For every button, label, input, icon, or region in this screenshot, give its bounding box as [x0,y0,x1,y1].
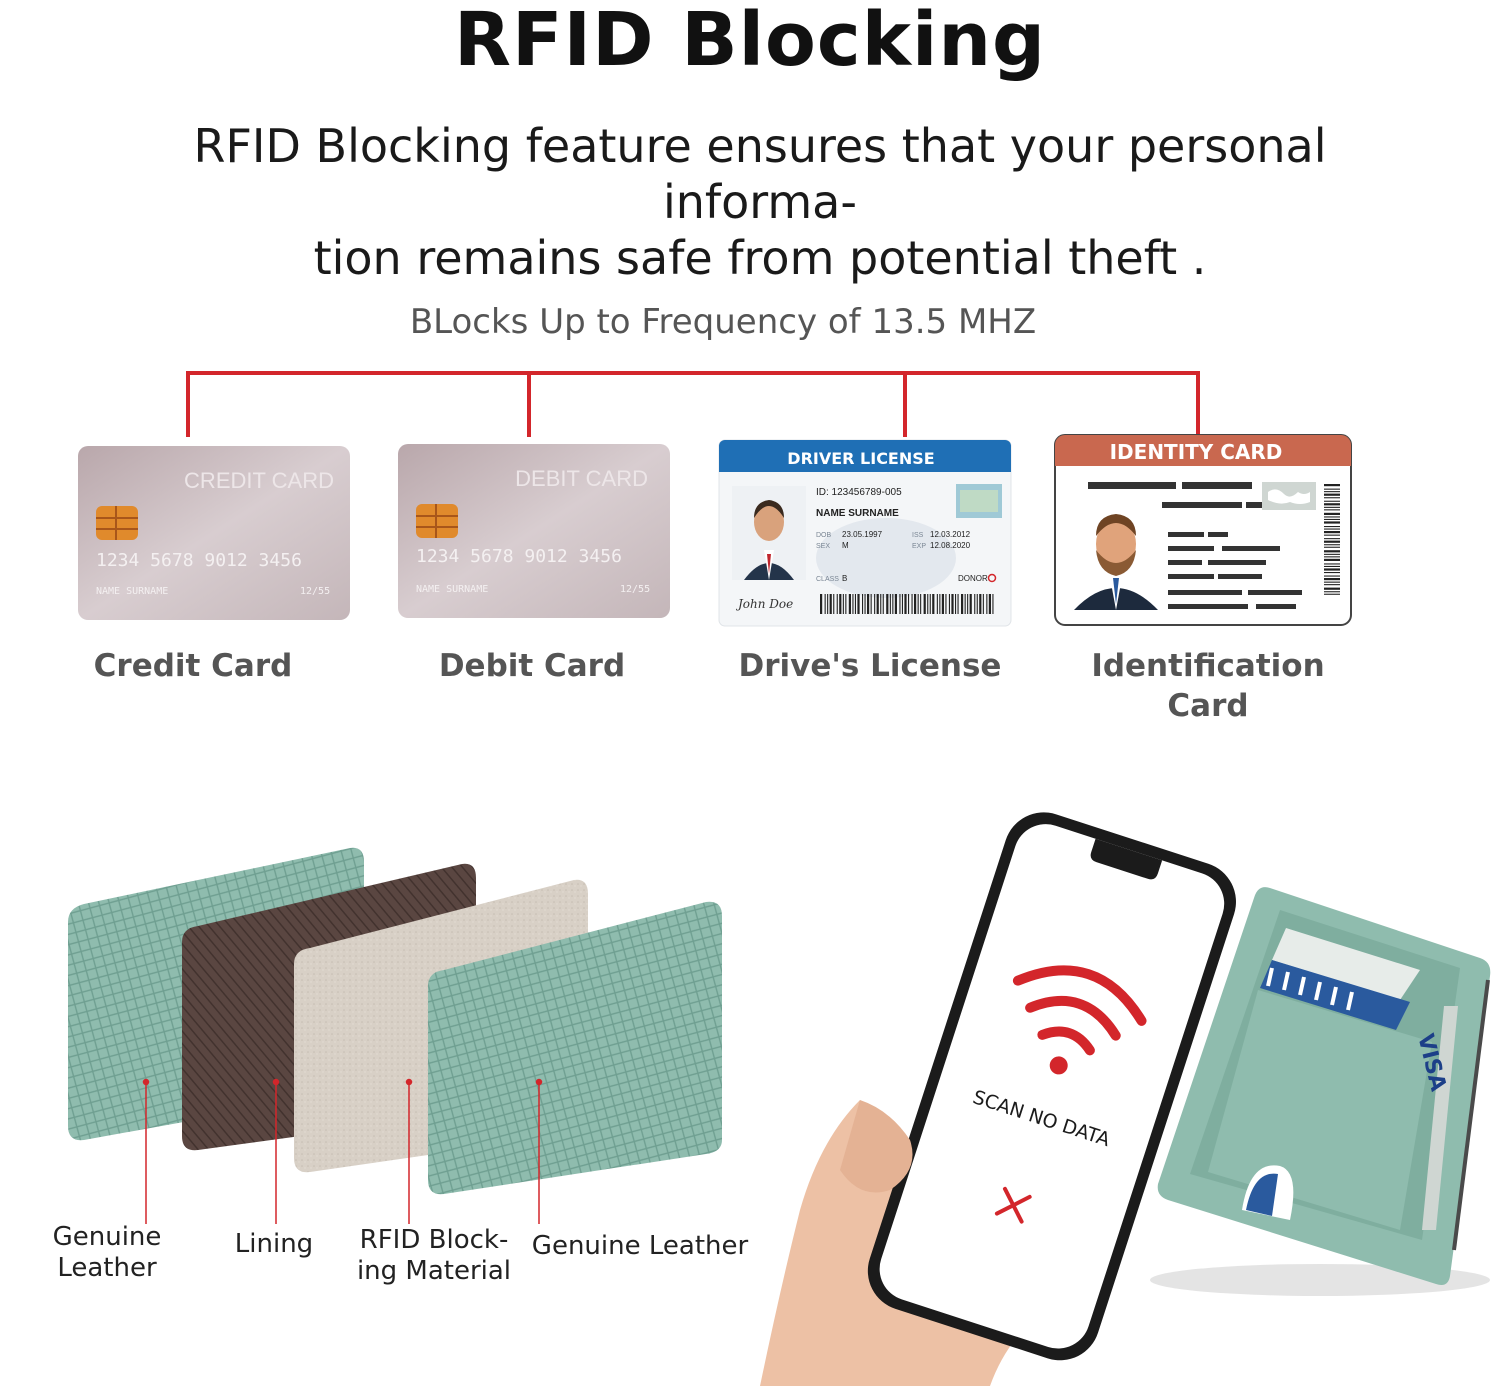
label-rfid-line-1: RFID Block- [359,1225,509,1255]
wallet-image: VISA [1150,887,1491,1296]
label-identification-card: Identification Card [1091,648,1325,724]
credit-card-expiry: 12/55 [300,586,330,597]
smartphone-image: SCAN NO DATA [867,812,1236,1361]
layer-genuine-leather-front [428,901,722,1195]
page-title: RFID Blocking [454,0,1046,83]
driver-license-image: DRIVER LICENSE ID: 123456789-005 NAME SU… [718,439,1012,627]
chip-icon [416,504,458,538]
person-photo-icon [732,486,806,580]
wallet-layers-illustration [68,847,722,1224]
label-rfid-line-2: ing Material [356,1256,512,1286]
phone-wallet-illustration: VISA SCAN NO DATA [760,812,1491,1386]
thumb-image [840,1100,913,1193]
license-signature: John Doe [735,597,793,611]
barcode-icon [1324,484,1340,595]
debit-card-face-title: DEBIT CARD [515,466,648,491]
wallet-zipper [1452,979,1490,1251]
description-line-2: tion remains safe from potential theft . [313,231,1207,285]
label-genuine-leather-back: Genuine Leather [52,1222,162,1283]
license-exp: 12.08.2020 [930,541,971,550]
license-id: ID: 123456789-005 [816,487,902,498]
credit-card-image: CREDIT CARD 1234 5678 9012 3456 NAME SUR… [78,446,350,620]
license-dob: 23.05.1997 [842,530,883,539]
feature-description: RFID Blocking feature ensures that your … [100,118,1420,286]
license-iss: 12.03.2012 [930,530,971,539]
credit-card-face-title: CREDIT CARD [184,468,334,493]
description-line-1: RFID Blocking feature ensures that your … [193,119,1327,229]
license-name: NAME SURNAME [816,508,899,519]
identity-face-title: IDENTITY CARD [1110,440,1283,464]
license-dob-label: DOB [816,532,832,539]
debit-card-expiry: 12/55 [620,584,650,595]
chip-icon [96,506,138,540]
barcode-icon [820,594,994,614]
debit-card-number: 1234 5678 9012 3456 [416,546,622,567]
debit-card-image: DEBIT CARD 1234 5678 9012 3456 NAME SURN… [398,444,670,618]
license-sex: M [842,541,849,550]
license-face-title: DRIVER LICENSE [787,449,934,468]
donor-heart-icon [987,573,997,583]
connector-lines [186,371,1200,437]
license-class: B [842,574,847,583]
label-credit-card: Credit Card [93,648,293,684]
label-lining: Lining [234,1229,314,1259]
license-sex-label: SEX [816,543,830,550]
license-class-label: CLASS [816,576,839,583]
close-x-icon [994,1186,1032,1224]
label-debit-card: Debit Card [438,648,626,684]
connector-bracket [186,371,1200,437]
label-rfid-blocking-material: RFID Block- ing Material [350,1225,518,1287]
debit-card-holder: NAME SURNAME [416,584,488,595]
label-genuine-leather-front: Genuine Leather [531,1231,749,1261]
identity-card-image: IDENTITY CARD [1054,434,1352,626]
frequency-caption: BLocks Up to Frequency of 13.5 MHZ [409,302,1037,342]
wifi-signal-icon [1012,965,1147,1056]
label-drivers-license: Drive's License [738,648,1002,684]
license-iss-label: ISS [912,532,924,539]
license-donor: DONOR [958,574,988,583]
person-photo-icon [1070,502,1162,610]
credit-card-number: 1234 5678 9012 3456 [96,550,302,571]
license-exp-label: EXP [912,543,926,550]
credit-card-holder: NAME SURNAME [96,586,168,597]
